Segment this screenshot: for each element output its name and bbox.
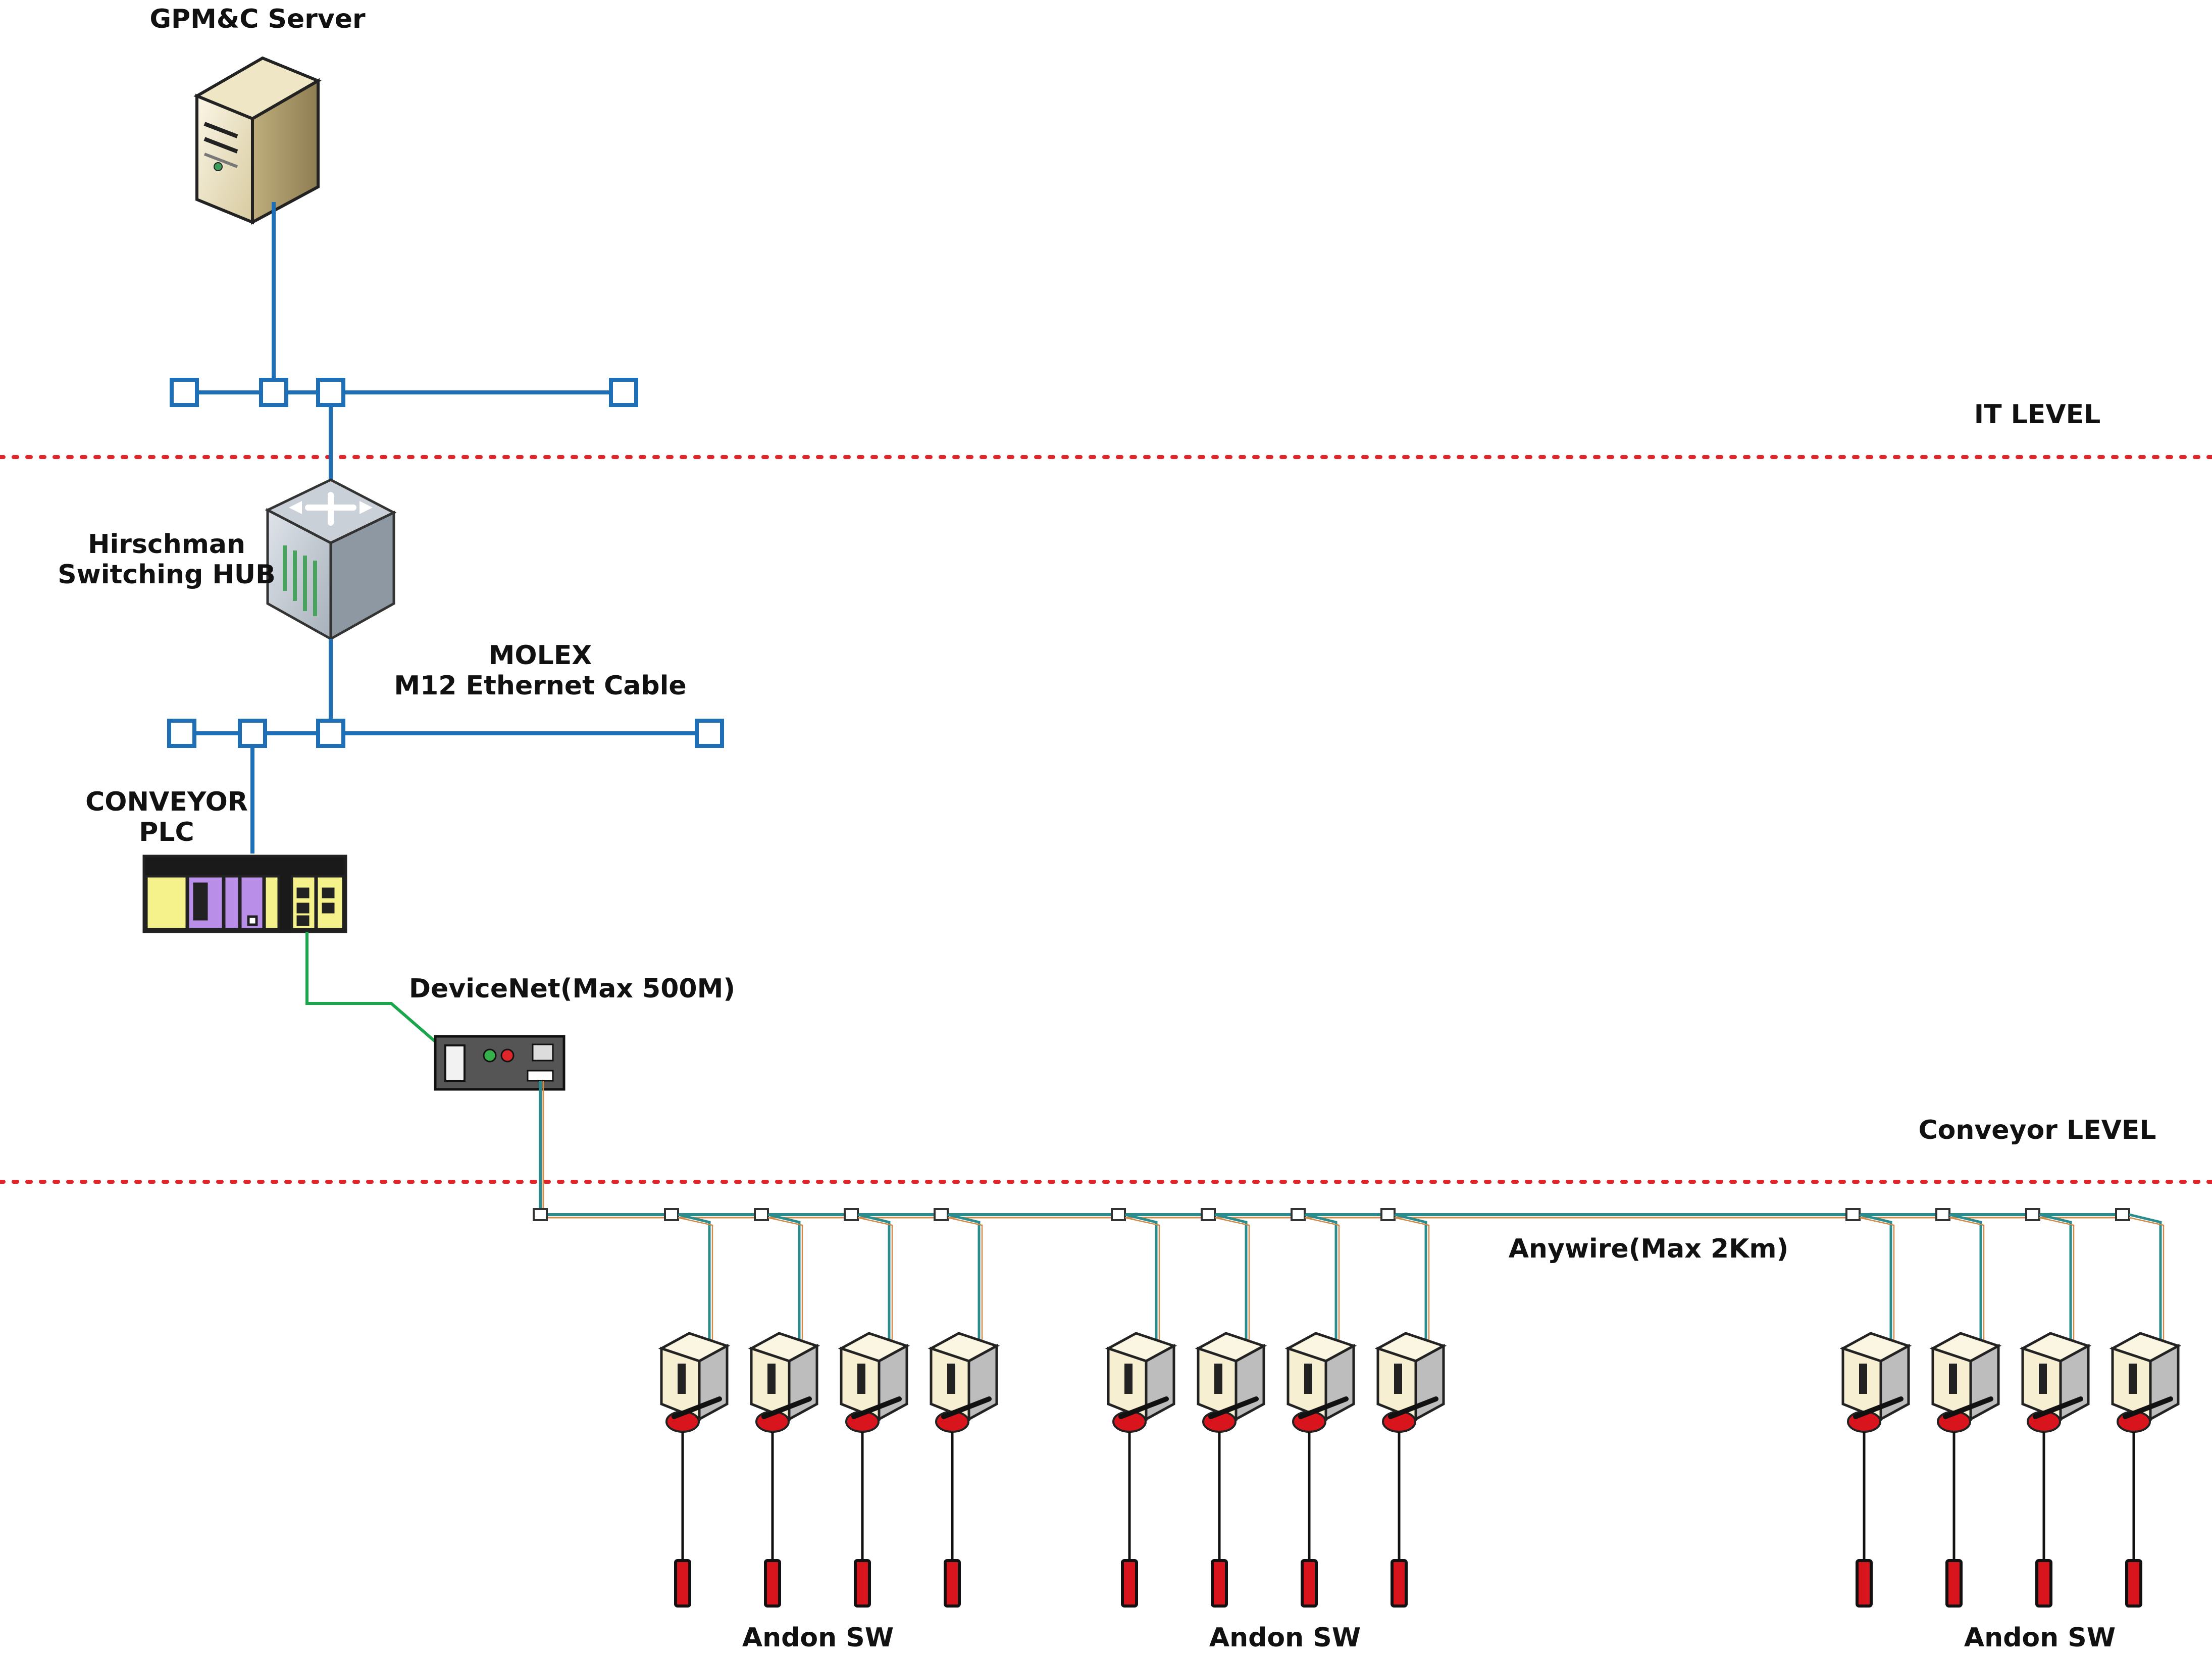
andon-switch-unit [1284, 1208, 1357, 1608]
andon-switch-unit [1195, 1208, 1267, 1608]
bus-tap [844, 1208, 859, 1221]
bus-tap [1845, 1208, 1861, 1221]
bus-tap [1111, 1208, 1126, 1221]
bus-tap [664, 1208, 679, 1221]
cable-label-line1: MOLEX [489, 640, 592, 671]
pull-cord-handle [674, 1559, 691, 1608]
bus-tap [2115, 1208, 2130, 1221]
bus-tap [1291, 1208, 1306, 1221]
it-level-label: IT LEVEL [1974, 399, 2100, 430]
andon-switch-unit [1374, 1208, 1447, 1608]
andon-switch-unit [928, 1208, 1000, 1608]
andon-switch-unit [1839, 1208, 1912, 1608]
andon-group-1-label: Andon SW [742, 1623, 894, 1653]
pull-cord-handle [1391, 1559, 1408, 1608]
andon-switches [658, 1208, 2182, 1608]
hub-label-line1: Hirschman [88, 529, 245, 560]
pull-cord-handle [1121, 1559, 1138, 1608]
andon-switch-unit [2109, 1208, 2182, 1608]
hub-label-line2: Switching HUB [58, 560, 276, 590]
bus-tap [1380, 1208, 1396, 1221]
pull-cord-handle [1211, 1559, 1228, 1608]
andon-switch-unit [1929, 1208, 2002, 1608]
pull-cord-handle [2125, 1559, 2142, 1608]
plc-label-line2: PLC [139, 817, 194, 847]
devicenet-cable [305, 932, 438, 1044]
switching-hub-icon [265, 478, 397, 641]
bus-tap [1935, 1208, 1950, 1221]
pull-cord-handle [2035, 1559, 2052, 1608]
pull-cord-handle [1301, 1559, 1318, 1608]
server-label: GPM&C Server [149, 4, 366, 34]
andon-switch-unit [1105, 1208, 1177, 1608]
devicenet-label: DeviceNet(Max 500M) [409, 974, 735, 1004]
bus-tap [1201, 1208, 1216, 1221]
pull-cord-handle [1856, 1559, 1873, 1608]
andon-group-2-label: Andon SW [1209, 1623, 1361, 1653]
bus-tap [934, 1208, 949, 1221]
conveyor-level-label: Conveyor LEVEL [1919, 1115, 2156, 1145]
bus-tap [2025, 1208, 2040, 1221]
pull-cord-handle [1945, 1559, 1963, 1608]
server-icon [193, 56, 322, 225]
andon-switch-unit [838, 1208, 910, 1608]
pull-cord-handle [764, 1559, 781, 1608]
cable-label-line2: M12 Ethernet Cable [394, 671, 686, 701]
andon-switch-unit [658, 1208, 731, 1608]
andon-switch-unit [748, 1208, 820, 1608]
server-ethernet-bus [170, 202, 638, 487]
andon-switch-unit [2019, 1208, 2092, 1608]
plc-icon [142, 855, 347, 933]
pull-cord-handle [854, 1559, 871, 1608]
anywire-label: Anywire(Max 2Km) [1509, 1234, 1789, 1264]
andon-group-3-label: Andon SW [1964, 1623, 2116, 1653]
plc-label-line1: CONVEYOR [85, 787, 248, 817]
anywire-gateway-icon [434, 1035, 565, 1091]
pull-cord-handle [944, 1559, 961, 1608]
bus-tap [754, 1208, 769, 1221]
conveyor-ethernet-bus [167, 639, 724, 854]
